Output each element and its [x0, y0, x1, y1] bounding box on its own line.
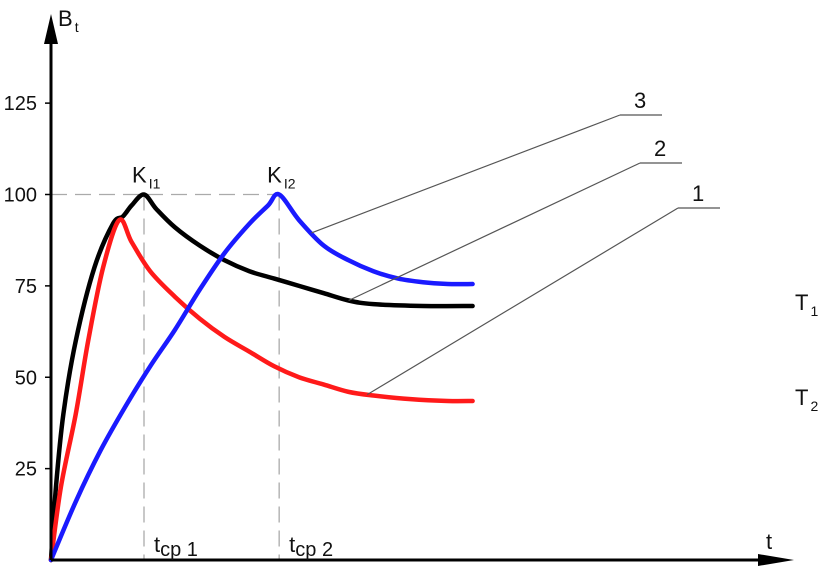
y-axis-arrow — [44, 14, 58, 44]
y-tick-label-100: 100 — [4, 185, 37, 207]
x-axis-label: t — [766, 529, 772, 554]
callout-label-1: 1 — [692, 181, 704, 206]
guide-lines — [51, 193, 280, 560]
callout-leader-2 — [348, 162, 641, 302]
y-tick-label-50: 50 — [15, 367, 37, 389]
series-group — [48, 191, 475, 563]
callout-label-2: 2 — [654, 136, 666, 161]
series-line-2 — [48, 217, 475, 563]
series-line-3 — [48, 191, 475, 563]
callout-group: 32 1 — [311, 88, 720, 396]
y-tick-label-75: 75 — [15, 276, 37, 298]
callout-leader-3 — [311, 114, 621, 234]
y-tick-label-25: 25 — [15, 459, 37, 481]
x-axis-arrow — [758, 554, 794, 566]
callout-leader-1 — [366, 207, 679, 396]
axes: 25 50 75 100 125 — [4, 14, 794, 566]
y-tick-label-125: 125 — [4, 93, 37, 115]
time-mark-label-1: tcp 1 — [154, 532, 198, 561]
series-line-1 — [48, 192, 475, 563]
callout-label-3: 3 — [634, 88, 646, 113]
time-mark-label-2: tcp 2 — [289, 532, 333, 561]
